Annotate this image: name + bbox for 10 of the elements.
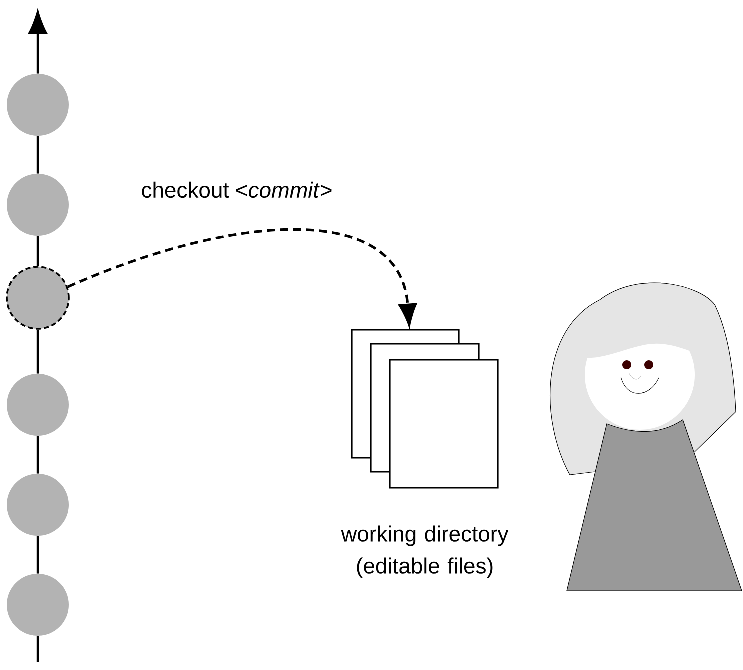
- arrow: [28, 11, 48, 74]
- files-stack-drawing: [351, 329, 499, 489]
- commit-circle: [6, 266, 70, 330]
- commit-circle: [7, 74, 69, 136]
- commit-circle: [7, 174, 69, 236]
- commit-circle: [7, 474, 69, 536]
- commit-circle: [7, 374, 69, 436]
- node-label: working directory (editable files): [341, 526, 509, 578]
- edge-label: checkout <commit>: [140, 180, 334, 200]
- commit-circle: [7, 574, 69, 636]
